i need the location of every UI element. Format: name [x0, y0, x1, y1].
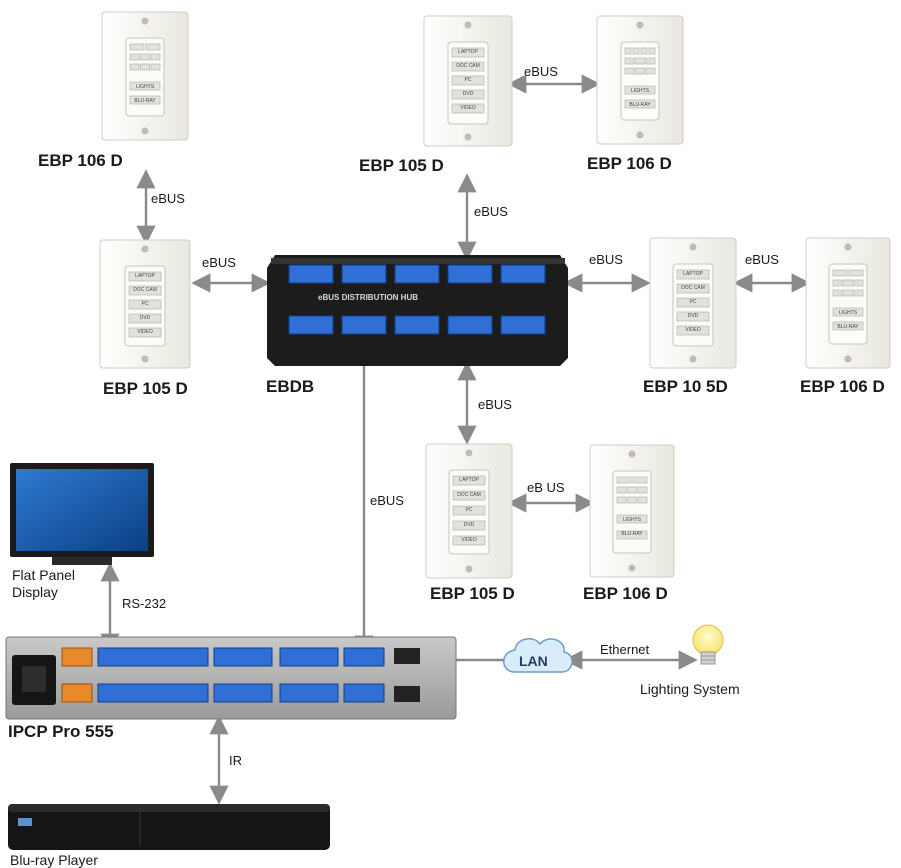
- label-panel-bottom-center: EBP 105 D: [430, 584, 515, 603]
- panel-top-right-button-label: LIGHTS: [631, 88, 650, 94]
- panel-left-mid-button-label: VIDEO: [137, 329, 153, 335]
- ebdb-hub: [267, 255, 568, 366]
- panel-right-mid-button-label: VIDEO: [685, 327, 701, 333]
- panel-bottom-right-button-label: BLU-RAY: [621, 531, 643, 537]
- label-panel-left-mid: EBP 105 D: [103, 379, 188, 398]
- panel-far-right-button-label: BLU-RAY: [837, 324, 859, 330]
- label-panel-top-center: EBP 105 D: [359, 156, 444, 175]
- panel-bottom-center-button-label: DOC CAM: [457, 492, 481, 498]
- ipcp-controller: [5, 636, 457, 720]
- panel-right-mid: [649, 237, 737, 369]
- panel-bottom-center-button-label: PC: [466, 507, 473, 513]
- link-label-ebus-1: eBUS: [151, 191, 185, 206]
- link-label-ebus-2: eBUS: [202, 255, 236, 270]
- label-lighting: Lighting System: [640, 681, 740, 697]
- panel-top-left-button-label: LIGHTS: [136, 84, 155, 90]
- panel-top-center: [423, 15, 513, 147]
- panel-right-mid-button-label: DVD: [688, 313, 699, 319]
- link-label-ebus-8: eB US: [527, 480, 565, 495]
- panel-bottom-center-button-label: VIDEO: [461, 537, 477, 543]
- label-panel-far-right: EBP 106 D: [800, 377, 885, 396]
- label-hub: EBDB: [266, 377, 315, 396]
- hub-faceplate-label: eBUS DISTRIBUTION HUB: [318, 293, 419, 302]
- panel-top-right-button-label: BLU-RAY: [629, 102, 651, 108]
- panel-bottom-right-button-label: LIGHTS: [623, 517, 642, 523]
- link-label-ebus-7: eBUS: [478, 397, 512, 412]
- link-label-ethernet: Ethernet: [600, 642, 650, 657]
- link-label-ebus-9: eBUS: [370, 493, 404, 508]
- panel-bottom-center-button-label: LAPTOP: [459, 477, 479, 483]
- label-controller: IPCP Pro 555: [8, 722, 114, 741]
- link-label-ebus-6: eBUS: [745, 252, 779, 267]
- panel-top-center-button-label: PC: [465, 77, 472, 83]
- label-panel-right-mid: EBP 10 5D: [643, 377, 728, 396]
- panel-right-mid-button-label: DOC CAM: [681, 285, 705, 291]
- panel-bottom-center-button-label: DVD: [464, 522, 475, 528]
- panel-far-right: [805, 237, 891, 369]
- hub-terminals-top: [288, 264, 546, 284]
- panel-far-right-button-label: LIGHTS: [839, 310, 858, 316]
- panel-top-left: [101, 11, 189, 141]
- lightbulb-icon: [692, 624, 724, 665]
- label-display: Flat Panel Display: [12, 567, 76, 600]
- panel-left-mid-button-label: DOC CAM: [133, 287, 157, 293]
- panel-right-mid-button-label: LAPTOP: [683, 271, 703, 277]
- panel-right-mid-button-label: PC: [690, 299, 697, 305]
- panel-bottom-right: [589, 444, 675, 578]
- link-label-rs232: RS-232: [122, 596, 167, 611]
- hub-terminals-bottom: [288, 315, 546, 335]
- link-label-ir: IR: [229, 753, 242, 768]
- panel-top-center-button-label: DVD: [463, 91, 474, 97]
- panel-bottom-center: [425, 443, 513, 579]
- flat-panel-display: [10, 463, 154, 565]
- label-player: Blu-ray Player: [10, 852, 98, 868]
- lan-cloud: [503, 638, 573, 673]
- link-label-ebus-5: eBUS: [589, 252, 623, 267]
- panel-top-right: [596, 15, 684, 145]
- panel-left-mid-button-label: DVD: [140, 315, 151, 321]
- panel-left-mid-button-label: LAPTOP: [135, 273, 155, 279]
- label-panel-top-left: EBP 106 D: [38, 151, 123, 170]
- label-panel-top-right: EBP 106 D: [587, 154, 672, 173]
- panel-left-mid-button-label: PC: [142, 301, 149, 307]
- bluray-player: [8, 804, 330, 850]
- link-label-ebus-4: eBUS: [474, 204, 508, 219]
- label-panel-bottom-right: EBP 106 D: [583, 584, 668, 603]
- label-lan: LAN: [519, 653, 548, 669]
- panel-top-left-button-label: BLU-RAY: [134, 98, 156, 104]
- panel-top-center-button-label: DOC CAM: [456, 63, 480, 69]
- panel-left-mid: [99, 239, 191, 369]
- link-label-ebus-3: eBUS: [524, 64, 558, 79]
- panel-top-center-button-label: VIDEO: [460, 105, 476, 111]
- panel-top-center-button-label: LAPTOP: [458, 49, 478, 55]
